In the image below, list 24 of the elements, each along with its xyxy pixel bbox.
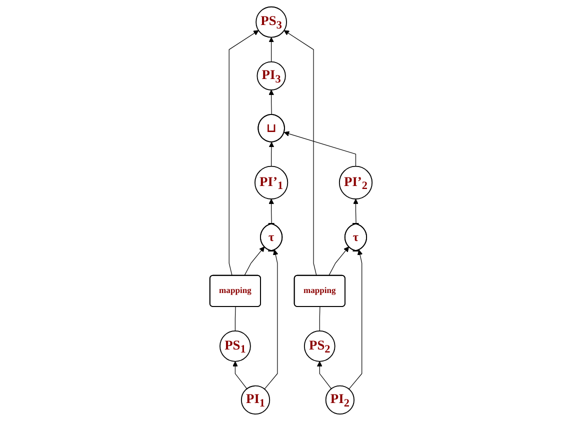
arrow [244, 246, 265, 276]
arrow [268, 142, 274, 167]
arrow [348, 250, 363, 390]
node-circle: PI’$_{1}$ [254, 166, 288, 200]
arrow [264, 250, 278, 390]
node-circle: PS$_{1}$ [220, 330, 251, 362]
node-circle: PI$_{2}$ [325, 385, 355, 415]
node-circle: PI$_{1}$ [240, 385, 270, 415]
node-circle: PS$_{3}$ [256, 6, 288, 38]
arrow [316, 361, 332, 390]
arrow [284, 30, 317, 276]
node-circle: PS$_{2}$ [304, 330, 336, 362]
connector [234, 306, 236, 332]
arrow [228, 30, 259, 276]
connector [319, 306, 320, 332]
arrow [268, 37, 274, 62]
arrow [284, 131, 356, 167]
node-circle: PI’$_{2}$ [338, 166, 373, 200]
node-circle: PI$_{3}$ [256, 61, 286, 90]
arrow [268, 198, 274, 224]
arrow [232, 361, 248, 390]
arrow [268, 90, 274, 116]
arrow [328, 246, 350, 276]
arrow [353, 198, 358, 224]
